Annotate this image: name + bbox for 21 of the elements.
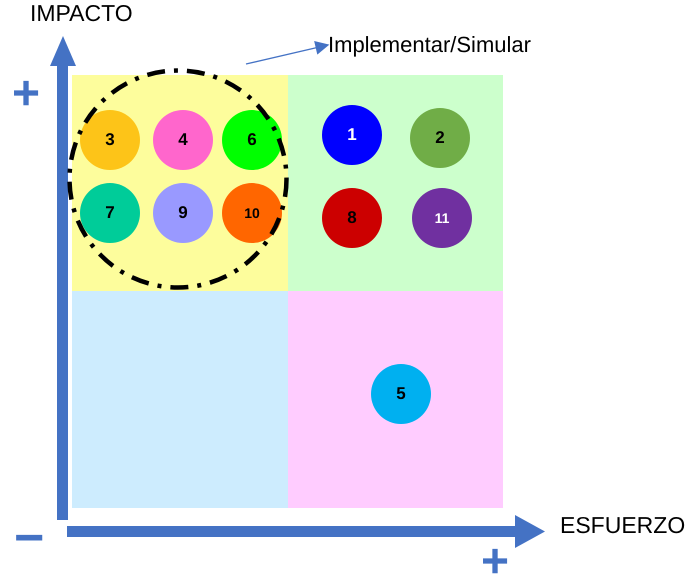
numbered-circle: 8: [322, 188, 382, 248]
numbered-circle: 10: [222, 183, 282, 243]
callout-text: Implementar/Simular: [328, 31, 531, 59]
numbered-circle: 11: [412, 188, 472, 248]
numbered-circle: 9: [153, 183, 213, 243]
plus-sign: +: [481, 538, 510, 580]
quadrant-area: [288, 75, 503, 291]
numbered-circle: 2: [410, 108, 470, 168]
arrow: [246, 41, 330, 65]
numbered-circle: 3: [80, 110, 140, 170]
numbered-circle: 4: [153, 110, 213, 170]
numbered-circle: 7: [80, 183, 140, 243]
axis-title: ESFUERZO: [560, 514, 686, 537]
minus-sign: −: [14, 512, 44, 564]
quadrant-area: [72, 291, 288, 508]
numbered-circle: 1: [322, 105, 382, 165]
numbered-circle: 6: [222, 110, 282, 170]
plus-sign: +: [12, 70, 40, 118]
quadrant-area: [288, 291, 503, 508]
axis-title: IMPACTO: [30, 2, 133, 25]
numbered-circle: 5: [371, 364, 431, 424]
